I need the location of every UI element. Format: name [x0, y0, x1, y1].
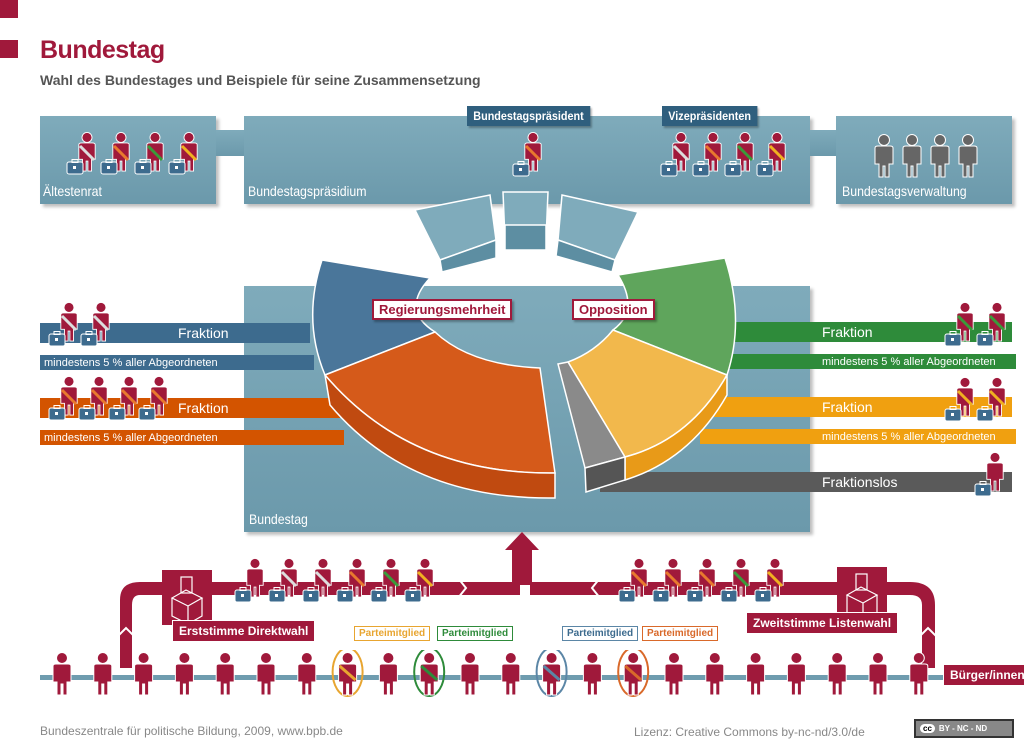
citizen-icon [664, 652, 684, 696]
member-icon [66, 132, 96, 175]
citizen-icon [215, 652, 235, 696]
fraction-note-yellow: mindestens 5 % aller Abgeordneten [700, 429, 1016, 444]
fraktionslos-band: Fraktionslos [600, 472, 1012, 492]
green-fraction-members [944, 302, 1014, 354]
citizen-icon [460, 652, 480, 696]
aeltestenrat-members [66, 130, 206, 180]
zweitstimme-label: Zweitstimme Listenwahl [746, 612, 899, 634]
party-member-citizen [535, 650, 568, 697]
fraction-name: Fraktion [178, 400, 229, 416]
praesident-tag: Bundestagspräsident [467, 106, 591, 126]
verwaltung-label: Bundestagsverwaltung [842, 183, 967, 199]
plenary-seating [311, 191, 737, 499]
citizen-icon [256, 652, 276, 696]
verwaltung-panel [836, 116, 1012, 204]
fraction-band-yellow: Fraktion [700, 397, 1012, 417]
erststimme-label: Erststimme Direktwahl [172, 620, 316, 642]
cc-terms: BY - NC - ND [938, 724, 988, 733]
citizen-icon [582, 652, 602, 696]
citizen-icon [746, 652, 766, 696]
orange-fraction-members [48, 376, 178, 426]
license-text[interactable]: Lizenz: Creative Commons by-nc-nd/3.0/de [634, 725, 865, 739]
citizen-icon [378, 652, 398, 696]
yellow-fraction-members [944, 377, 1014, 429]
citizen-icon [705, 652, 725, 696]
citizen-icon [786, 652, 806, 696]
citizen-icon [134, 652, 154, 696]
fraction-band-green: Fraktion [720, 322, 1012, 342]
party-member-citizen [413, 650, 446, 697]
connector-right [810, 130, 836, 156]
fraction-note-blue: mindestens 5 % aller Abgeordneten [40, 355, 314, 370]
citizen-icon [868, 652, 888, 696]
party-member-tag-orange: Parteimitglied [642, 626, 719, 641]
list-candidates [618, 558, 798, 612]
verwaltung-staff [872, 134, 982, 178]
member-icon [168, 132, 198, 175]
fraction-name: Fraktion [822, 324, 873, 340]
citizen-icon [174, 652, 194, 696]
citizen-icon [297, 652, 317, 696]
member-icon [134, 132, 164, 175]
blue-fraction-members [48, 302, 118, 352]
party-member-tag-green: Parteimitglied [437, 626, 514, 641]
party-member-tag-blue: Parteimitglied [562, 626, 639, 641]
page-subtitle: Wahl des Bundestages und Beispiele für s… [40, 72, 481, 88]
presidium-bench [413, 191, 640, 273]
praesidium-label: Bundestagspräsidium [248, 183, 367, 199]
vize-members [660, 132, 790, 184]
fraction-note-orange: mindestens 5 % aller Abgeordneten [40, 430, 344, 445]
fraktionslos-label: Fraktionslos [822, 474, 898, 490]
regierung-label: Regierungsmehrheit [372, 299, 513, 320]
accent-square-top [0, 0, 18, 18]
fraction-note-green: mindestens 5 % aller Abgeordneten [720, 354, 1016, 369]
ballot-box-erststimme [162, 570, 212, 625]
vize-tag: Vizepräsidenten [662, 106, 758, 126]
fraction-name: Fraktion [822, 399, 873, 415]
cc-license-badge[interactable]: cc BY - NC - ND [914, 719, 1014, 738]
opposition-label: Opposition [572, 299, 655, 320]
citizen-icon [52, 652, 72, 696]
cc-icon: cc [920, 724, 935, 733]
accent-square-title [0, 40, 18, 58]
citizens-row [52, 650, 929, 697]
party-member-tag-yellow: Parteimitglied [354, 626, 431, 641]
citizen-icon [501, 652, 521, 696]
page-title: Bundestag [40, 36, 165, 64]
source-credit: Bundeszentrale für politische Bildung, 2… [40, 724, 343, 738]
direct-candidates [234, 558, 444, 612]
fraction-name: Fraktion [178, 325, 229, 341]
citizen-icon [827, 652, 847, 696]
party-member-citizen [331, 650, 364, 697]
aeltestenrat-label: Ältestenrat [43, 183, 102, 199]
citizen-icon [93, 652, 113, 696]
praesident-icon [512, 132, 546, 184]
fraktionslos-member [974, 452, 1014, 504]
member-icon [100, 132, 130, 175]
party-member-citizen [617, 650, 650, 697]
bundestag-label: Bundestag [249, 511, 308, 527]
citizens-label: Bürger/innen [943, 664, 1024, 686]
connector-left [216, 130, 244, 156]
citizen-icon [909, 652, 929, 696]
